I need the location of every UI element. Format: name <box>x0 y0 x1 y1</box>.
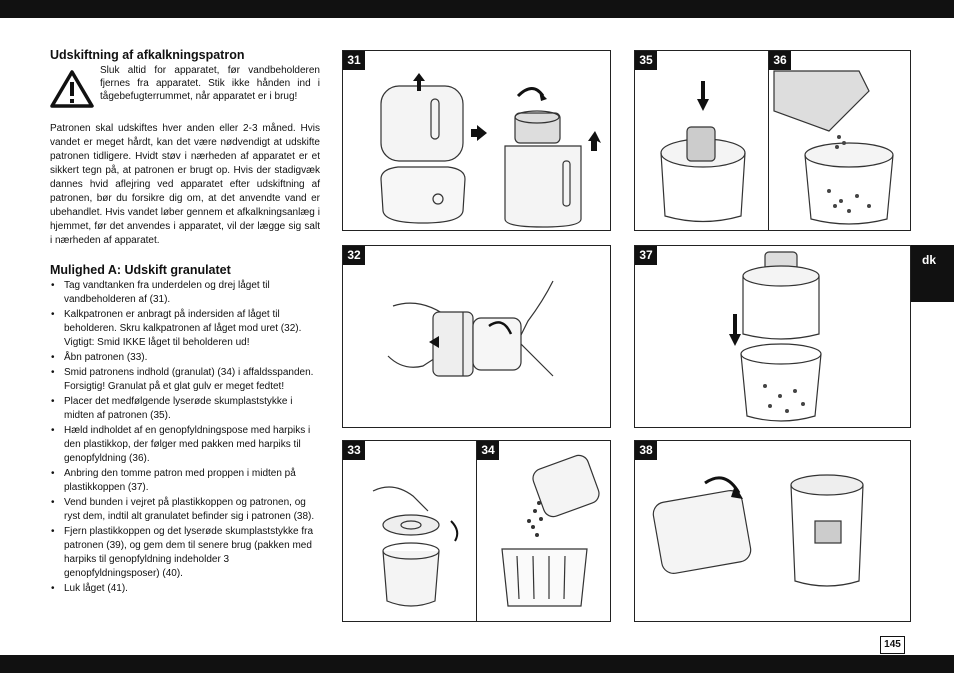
figure-number: 34 <box>477 441 499 460</box>
empty-granulate-illustration <box>501 454 600 607</box>
subsection-heading: Mulighed A: Udskift granulatet <box>50 263 231 277</box>
place-cartridge-illustration <box>729 251 822 422</box>
shake-cartridge-illustration <box>652 474 864 587</box>
humidifier-illustration <box>380 73 601 228</box>
list-item: Hæld indholdet af en genopfyldningspose … <box>50 424 320 466</box>
steps-list-container: Tag vandtanken fra underdelen og drej lå… <box>50 279 320 597</box>
page-number: 145 <box>880 636 905 654</box>
list-item: Smid patronens indhold (granulat) (34) i… <box>50 366 320 394</box>
warning-text: Sluk altid for apparatet, før vandbehold… <box>100 65 320 102</box>
intro-block: Patronen skal udskiftes hver anden eller… <box>50 122 320 248</box>
open-cartridge-illustration <box>372 486 459 607</box>
figure-number: 31 <box>343 51 365 70</box>
figure-36: 36 <box>768 50 911 231</box>
unscrew-cartridge-illustration <box>387 280 554 377</box>
figure-number: 38 <box>635 441 657 460</box>
bottom-bar <box>0 655 954 673</box>
figure-37: 37 <box>634 245 911 428</box>
figure-number: 33 <box>343 441 365 460</box>
list-item: Anbring den tomme patron med proppen i m… <box>50 467 320 495</box>
insert-foam-illustration <box>660 81 746 223</box>
steps-list: Tag vandtanken fra underdelen og drej lå… <box>50 279 320 596</box>
list-item: Vend bunden i vejret på plastikkoppen og… <box>50 496 320 524</box>
intro-text: Patronen skal udskiftes hver anden eller… <box>50 123 320 246</box>
pour-resin-illustration <box>773 70 894 225</box>
top-bar <box>0 0 954 18</box>
figure-number: 32 <box>343 246 365 265</box>
figure-31: 31 <box>342 50 611 231</box>
warning-block: Sluk altid for apparatet, før vandbehold… <box>50 64 320 108</box>
language-tab: dk <box>911 245 954 302</box>
section-heading: Udskiftning af afkalkningspatron <box>50 48 245 62</box>
warning-icon <box>50 70 94 108</box>
figure-35: 35 <box>634 50 769 231</box>
figure-number: 36 <box>769 51 791 70</box>
language-label: dk <box>922 253 937 267</box>
figure-33: 33 <box>342 440 477 622</box>
list-item: Åbn patronen (33). <box>50 351 320 365</box>
figure-number: 37 <box>635 246 657 265</box>
figure-34: 34 <box>476 440 611 622</box>
list-item: Kalkpatronen er anbragt på indersiden af… <box>50 308 320 350</box>
figure-38: 38 <box>634 440 911 622</box>
list-item: Placer det medfølgende lyserøde skumplas… <box>50 395 320 423</box>
figure-number: 35 <box>635 51 657 70</box>
list-item: Tag vandtanken fra underdelen og drej lå… <box>50 279 320 307</box>
list-item: Luk låget (41). <box>50 582 320 596</box>
figure-32: 32 <box>342 245 611 428</box>
list-item: Fjern plastikkoppen og det lyserøde skum… <box>50 525 320 581</box>
